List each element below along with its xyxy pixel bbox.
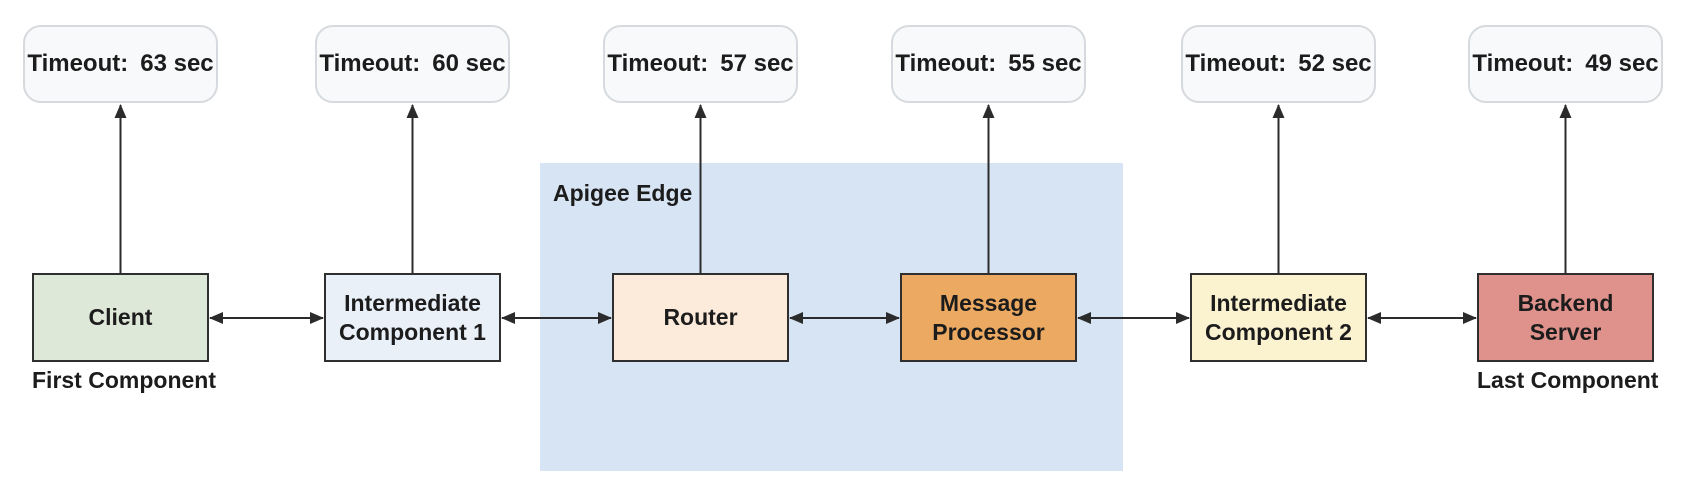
timeout-value: 55 sec [1008,50,1082,77]
node-backend-server: Backend Server [1477,273,1654,362]
timeout-label: Timeout: [607,50,709,77]
apigee-edge-label: Apigee Edge [553,180,693,206]
timeout-box-client: Timeout: 63 sec [23,25,218,103]
node-label-line: Router [663,304,738,330]
caption-last-component: Last Component [1477,367,1659,393]
timeout-value: 63 sec [140,50,214,77]
node-label-line: Backend [1517,289,1614,316]
timeout-label: Timeout: [1185,50,1287,77]
timeout-value: 49 sec [1585,50,1659,77]
timeout-label: Timeout: [895,50,997,77]
node-message-processor: Message Processor [900,273,1077,362]
timeout-label: Timeout: [27,50,129,77]
node-label-line: Processor [932,318,1045,345]
timeout-value: 57 sec [720,50,794,77]
timeout-value: 52 sec [1298,50,1372,77]
timeout-label: Timeout: [319,50,421,77]
node-router: Router [612,273,789,362]
timeout-label: Timeout: [1472,50,1574,77]
node-client: Client [32,273,209,362]
node-label-line: Component 2 [1205,318,1352,345]
node-label-line: Component 1 [339,318,486,345]
node-intermediate-component-2: Intermediate Component 2 [1190,273,1367,362]
timeout-value: 60 sec [432,50,506,77]
node-label-line: Intermediate [344,289,481,316]
timeout-box-intermediate-component-1: Timeout: 60 sec [315,25,510,103]
node-intermediate-component-1: Intermediate Component 1 [324,273,501,362]
caption-first-component: First Component [32,367,216,393]
timeout-box-intermediate-component-2: Timeout: 52 sec [1181,25,1376,103]
timeout-box-backend-server: Timeout: 49 sec [1468,25,1663,103]
node-label-line: Intermediate [1210,289,1347,316]
node-label-line: Server [1529,318,1602,345]
timeout-box-router: Timeout: 57 sec [603,25,798,103]
timeout-box-message-processor: Timeout: 55 sec [891,25,1086,103]
node-label-line: Client [88,304,153,330]
node-label-line: Message [939,289,1038,316]
